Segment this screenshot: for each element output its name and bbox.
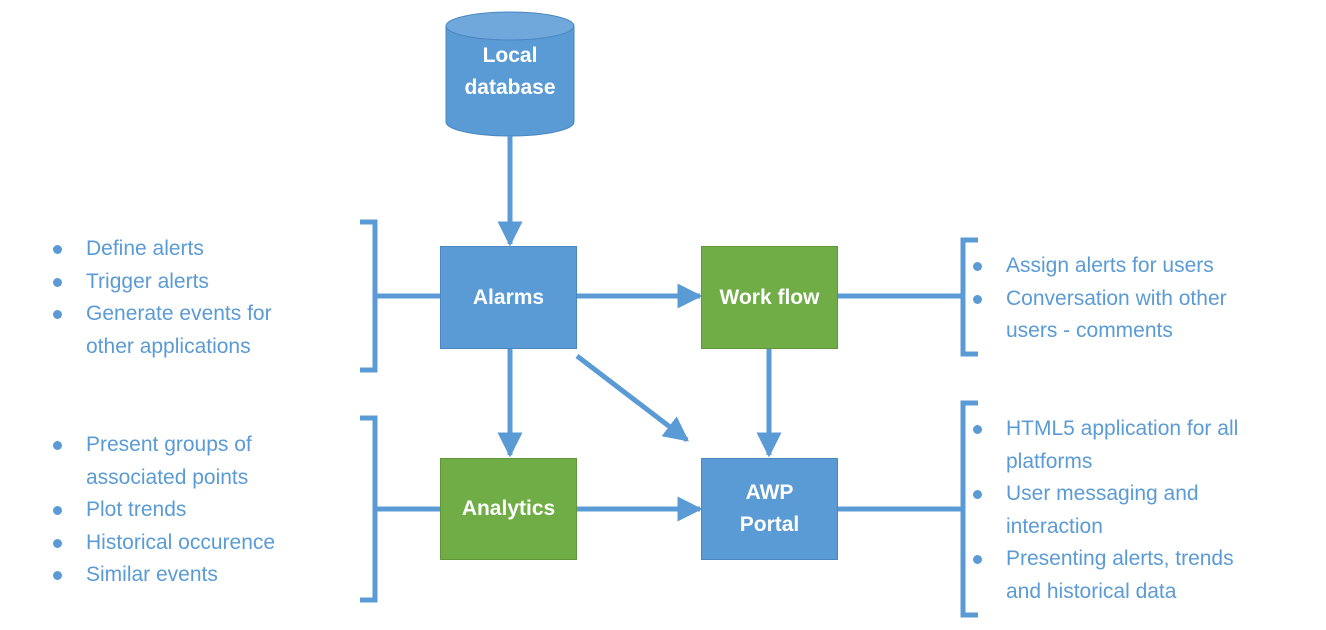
note-item: Present groups of associated points bbox=[53, 429, 353, 494]
bracket-workflow bbox=[960, 237, 978, 357]
workflow-notes: Assign alerts for users Conversation wit… bbox=[973, 250, 1313, 348]
note-item: Similar events bbox=[53, 559, 353, 592]
note-line: Present groups of bbox=[86, 433, 252, 456]
awp-portal-label-line2: Portal bbox=[739, 513, 800, 536]
note-item: Trigger alerts bbox=[53, 266, 353, 299]
note-line: Generate events for bbox=[86, 302, 272, 325]
note-line: interaction bbox=[1006, 514, 1103, 538]
bracket-analytics bbox=[360, 415, 378, 603]
awp-portal-label-line1: AWP bbox=[745, 481, 794, 504]
local-database-label: Local database bbox=[446, 40, 574, 104]
bracket-alarms bbox=[360, 219, 378, 373]
note-line: associated points bbox=[86, 465, 249, 489]
note-line: HTML5 application for all bbox=[1006, 417, 1239, 440]
awp-portal-box: AWP Portal bbox=[701, 458, 838, 560]
local-database-label-line2: database bbox=[464, 76, 556, 99]
note-item: Assign alerts for users bbox=[973, 250, 1313, 283]
bracket-portal bbox=[960, 400, 978, 618]
note-line: Presenting alerts, trends bbox=[1006, 547, 1234, 570]
alarms-box: Alarms bbox=[440, 246, 577, 349]
note-item: Generate events for other applications bbox=[53, 298, 353, 363]
note-line: other applications bbox=[86, 334, 251, 358]
note-line: users - comments bbox=[1006, 319, 1173, 342]
analytics-box: Analytics bbox=[440, 458, 577, 560]
analytics-label: Analytics bbox=[461, 497, 556, 520]
note-item: Plot trends bbox=[53, 494, 353, 527]
note-item: Conversation with other users - comments bbox=[973, 283, 1313, 348]
note-item: Define alerts bbox=[53, 233, 353, 266]
note-item: HTML5 application for all platforms bbox=[973, 413, 1318, 478]
database-cylinder bbox=[445, 11, 575, 137]
local-database-label-line1: Local bbox=[482, 44, 538, 67]
alarms-notes: Define alerts Trigger alerts Generate ev… bbox=[53, 233, 353, 363]
note-item: User messaging and interaction bbox=[973, 478, 1318, 543]
note-line: and historical data bbox=[1006, 579, 1177, 603]
workflow-box: Work flow bbox=[701, 246, 838, 349]
alarms-label: Alarms bbox=[472, 285, 545, 309]
note-line: platforms bbox=[1006, 449, 1093, 473]
workflow-label: Work flow bbox=[719, 285, 820, 309]
note-line: User messaging and bbox=[1006, 482, 1199, 505]
arrow-alarms-to-portal bbox=[575, 354, 689, 442]
note-item: Presenting alerts, trends and historical… bbox=[973, 543, 1318, 608]
note-line: Conversation with other bbox=[1006, 286, 1227, 310]
portal-notes: HTML5 application for all platforms User… bbox=[973, 413, 1318, 608]
note-item: Historical occurence bbox=[53, 527, 353, 560]
analytics-notes: Present groups of associated points Plot… bbox=[53, 429, 353, 592]
